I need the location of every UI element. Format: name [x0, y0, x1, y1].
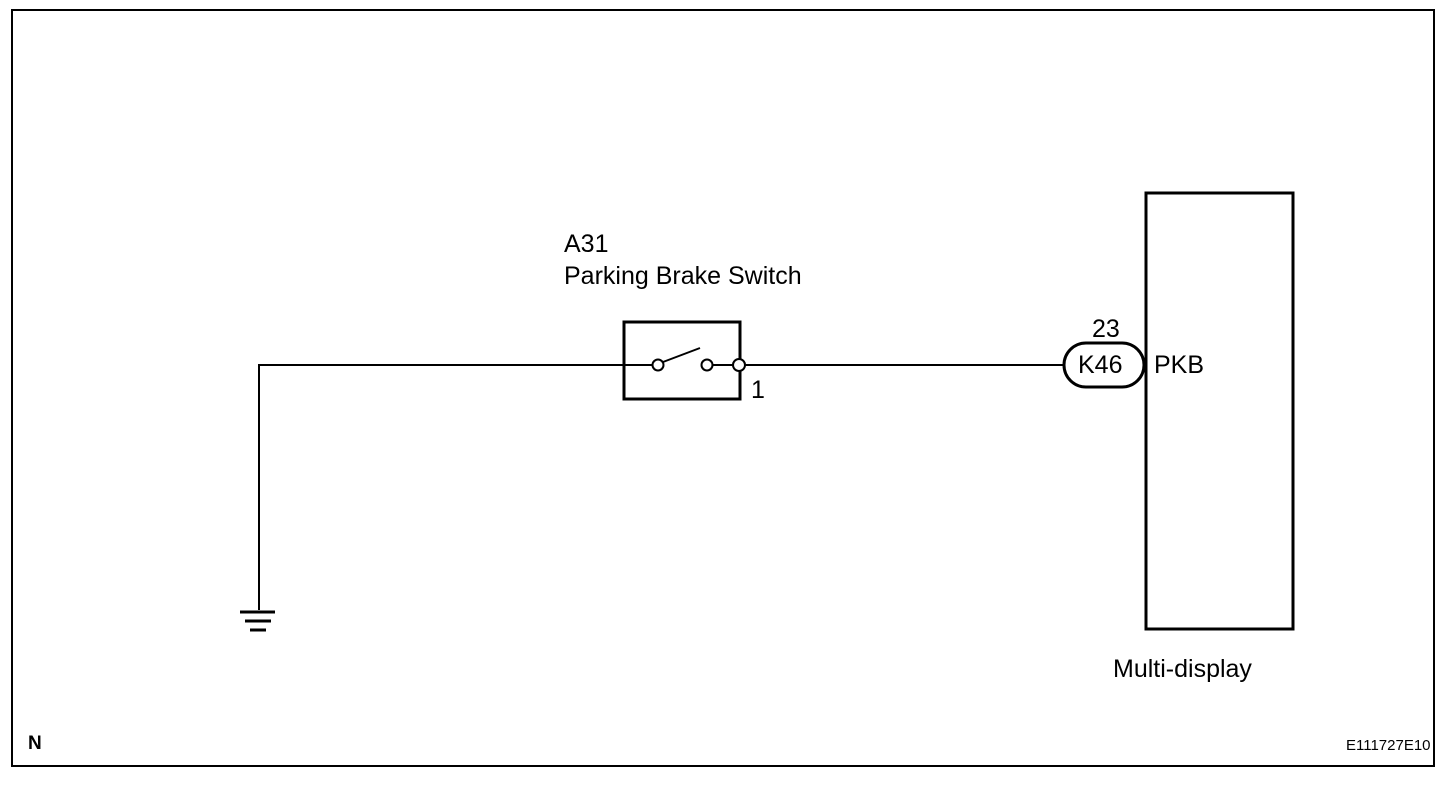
connector-pin-label: 23 — [1092, 315, 1120, 343]
switch-name-label: Parking Brake Switch — [564, 262, 802, 290]
switch-terminal — [732, 358, 746, 372]
ground-wire — [258, 364, 624, 610]
switch-contact-icon — [624, 347, 733, 372]
ecu-name-label: Multi-display — [1113, 655, 1252, 683]
diagram-frame — [11, 9, 1435, 767]
parking-brake-switch — [622, 320, 746, 401]
multi-display-box — [1144, 191, 1295, 631]
figure-id-label: E111727E10 — [1346, 737, 1431, 754]
connector-oval — [1062, 341, 1146, 389]
connector-code-label: K46 — [1078, 351, 1123, 379]
switch-pin-label: 1 — [751, 376, 765, 404]
switch-box — [622, 320, 742, 401]
signal-name-label: PKB — [1154, 351, 1205, 379]
ground-symbol-icon — [240, 610, 275, 632]
switch-code-label: A31 — [564, 230, 609, 258]
footer-left-mark: N — [28, 733, 42, 754]
